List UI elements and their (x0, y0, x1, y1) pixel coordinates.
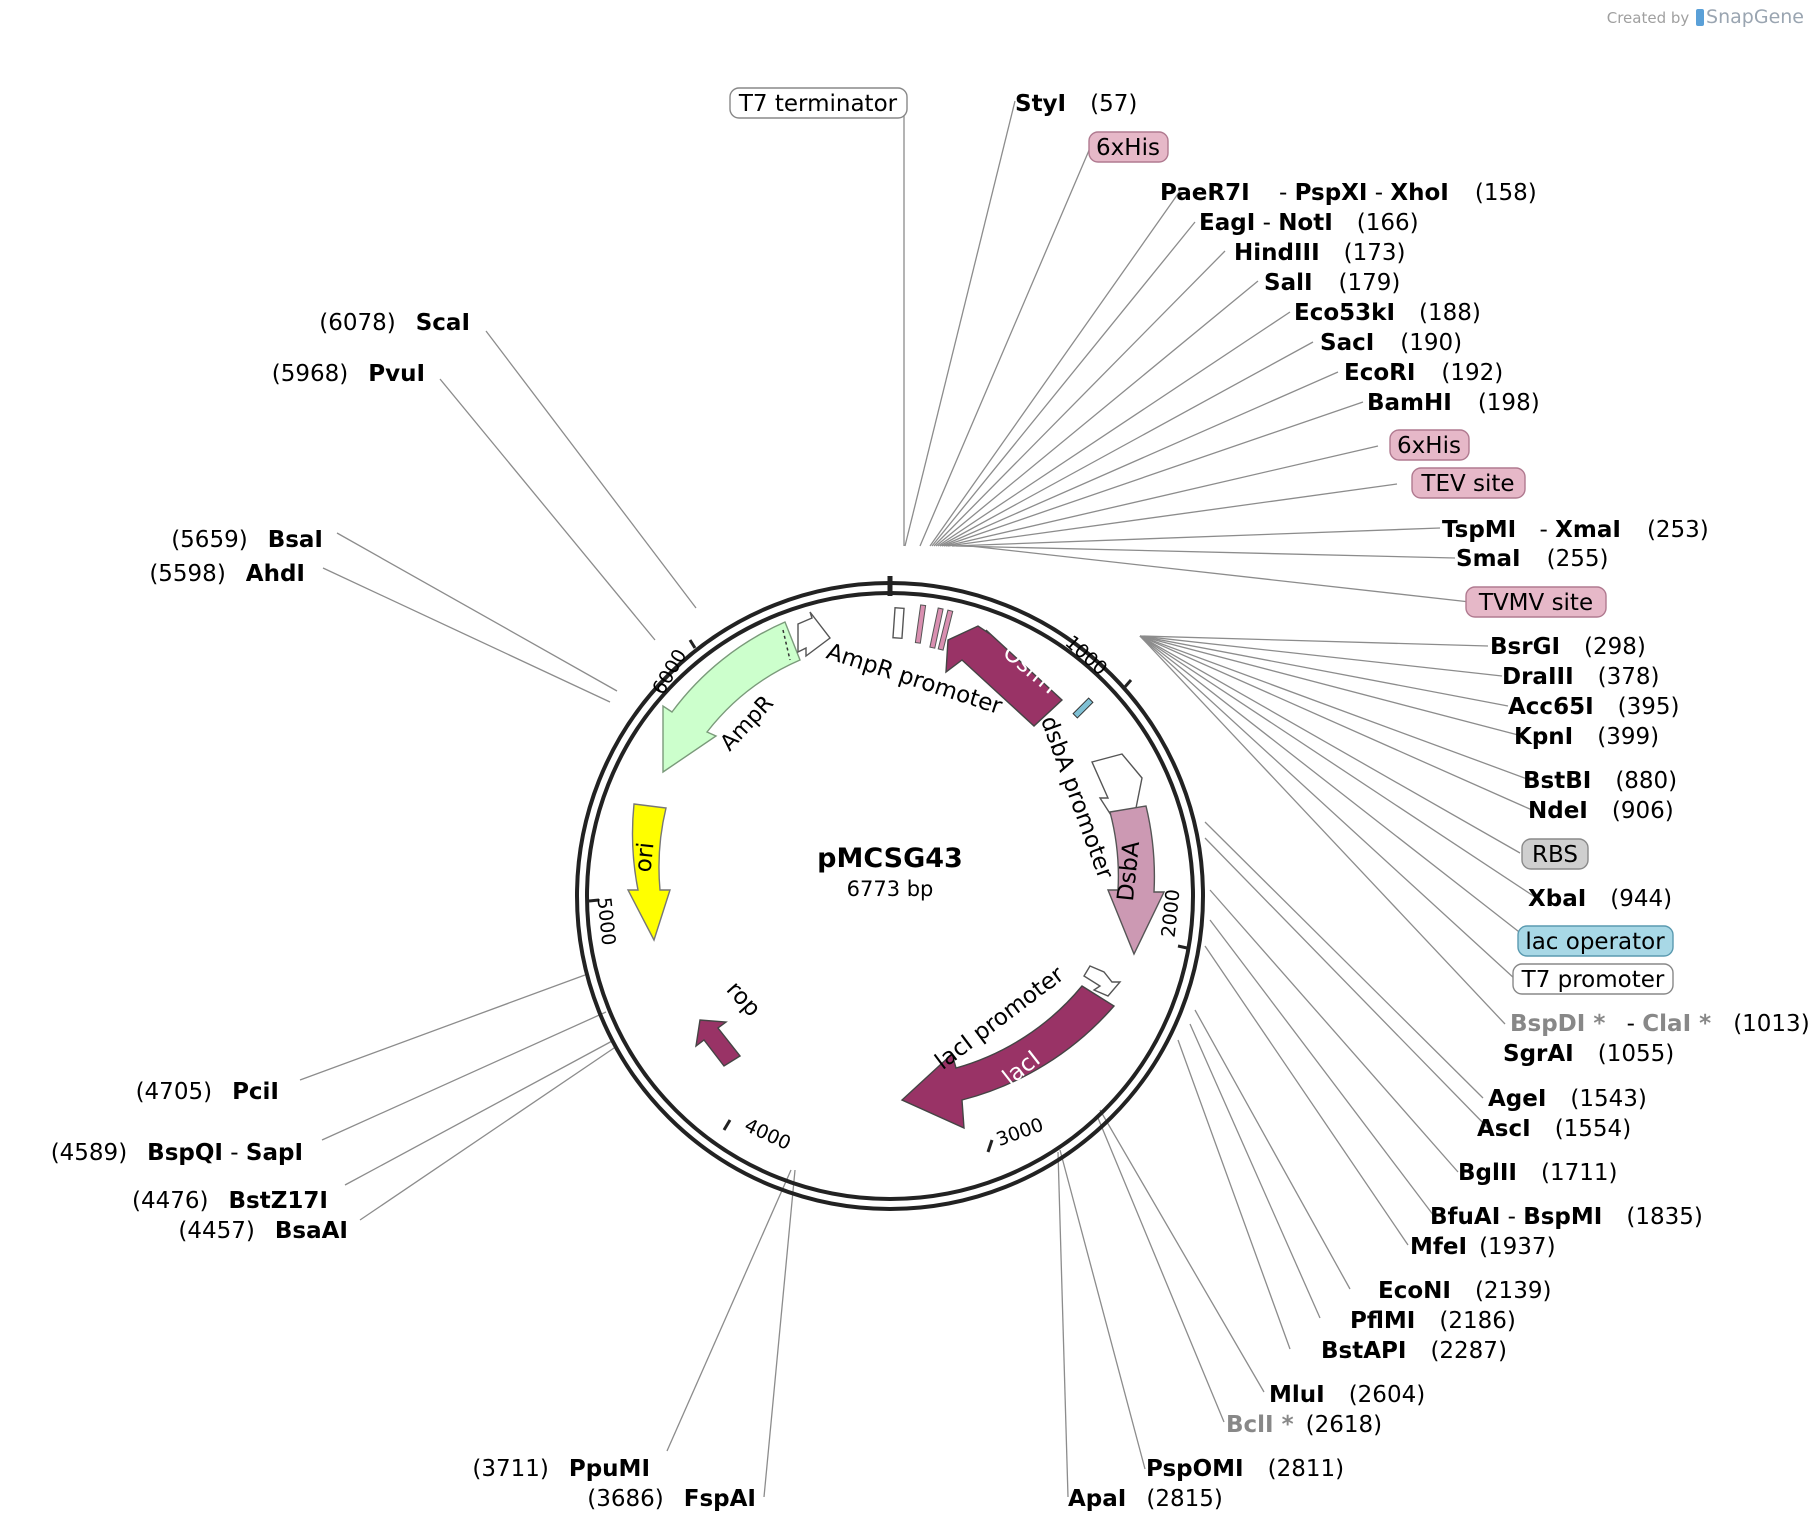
ampr-promoter-arrow (797, 611, 831, 658)
site-sapi-group: (4589)BspQI - SapI (51, 1140, 303, 1166)
site-saci: SacI(190) (1320, 330, 1462, 356)
rop-label: rop (721, 977, 765, 1022)
callout-t7-terminator: T7 terminator (729, 87, 908, 119)
credit-prefix: Created by (1606, 9, 1690, 27)
callout-6xhis-a: 6xHis (1088, 131, 1169, 163)
tev-site-label: TEV site (1420, 471, 1514, 497)
site-bstapi: BstAPI(2287) (1321, 1338, 1507, 1364)
site-xmai-group: TspMI - XmaI(253) (1442, 517, 1709, 543)
site-pspomi: PspOMI(2811) (1146, 1456, 1344, 1482)
snapgene-credit: Created by SnapGene (1607, 6, 1804, 28)
site-bstz17i: (4476)BstZ17I (132, 1188, 328, 1214)
site-bstbi: BstBI(880) (1523, 768, 1677, 794)
callout-boxes: T7 terminator 6xHis 6xHis TEV site TVMV … (729, 87, 1674, 995)
site-pcii: (4705)PciI (136, 1079, 279, 1105)
snapgene-logo-icon (1696, 9, 1705, 26)
callout-6xhis-b: 6xHis (1389, 429, 1470, 461)
laci-arrow (900, 985, 1116, 1130)
site-econi: EcoNI(2139) (1378, 1278, 1551, 1304)
site-asci: AscI(1554) (1477, 1116, 1631, 1142)
ori-label: ori (631, 841, 660, 873)
rbs-label: RBS (1532, 842, 1578, 868)
site-mfei: MfeI(1937) (1410, 1234, 1556, 1260)
laci-promoter-arrow (1083, 965, 1122, 997)
site-draiii: DraIII(378) (1502, 664, 1660, 690)
site-bsai: (5659)BsaI (171, 527, 323, 553)
site-pvui: (5968)PvuI (272, 361, 425, 387)
6xhis-b-label: 6xHis (1397, 433, 1461, 459)
tick-label-3000: 3000 (993, 1114, 1046, 1151)
site-sgrai: SgrAI(1055) (1503, 1041, 1674, 1067)
site-bsrgi: BsrGI(298) (1490, 634, 1646, 660)
site-ndei: NdeI(906) (1528, 798, 1674, 824)
callout-tev-site: TEV site (1411, 467, 1526, 499)
restriction-sites-right: StyI(57) PaeR7I - PspXI - XhoI(158) EagI… (1015, 91, 1810, 1512)
dsba-arrow (1106, 805, 1166, 956)
tick-label-5000: 5000 (592, 896, 619, 946)
callout-tvmv-site: TVMV site (1465, 586, 1607, 618)
tick-marks (588, 576, 1188, 1153)
site-fspai: (3686)FspAI (587, 1486, 756, 1512)
tick-label-1000: 1000 (1061, 631, 1112, 680)
callout-rbs: RBS (1521, 838, 1589, 870)
site-xbai: XbaI(944) (1528, 886, 1672, 912)
plasmid-length: 6773 bp (847, 877, 934, 901)
site-kpni: KpnI(399) (1514, 724, 1659, 750)
top-feature-marks (892, 604, 1094, 719)
6xhis-a-label: 6xHis (1096, 135, 1160, 161)
site-hindiii: HindIII(173) (1234, 240, 1406, 266)
site-xhoi-group: PaeR7I - PspXI - XhoI(158) (1160, 180, 1537, 206)
restriction-sites-left: (3686)FspAI (3711)PpuMI (4457)BsaAI (447… (51, 310, 756, 1512)
tvmv-site-label: TVMV site (1478, 590, 1593, 616)
t7-terminator-mark (892, 607, 905, 640)
site-pflmi: PflMI(2186) (1350, 1308, 1516, 1334)
site-bcli: BclI *(2618) (1226, 1412, 1382, 1438)
site-acc65i: Acc65I(395) (1508, 694, 1680, 720)
credit-brand: SnapGene (1706, 6, 1804, 28)
dsba-label: DsbA (1113, 840, 1145, 903)
ampr-arrow (662, 621, 801, 774)
lac-operator-mark (1072, 697, 1094, 719)
site-styi: StyI(57) (1015, 91, 1137, 117)
6xhis-mark (914, 604, 927, 644)
site-ecori: EcoRI(192) (1344, 360, 1503, 386)
tick-label-4000: 4000 (741, 1114, 794, 1154)
leader-lines (299, 100, 1536, 1498)
feature-arrows (626, 611, 1166, 1130)
callout-t7-promoter: T7 promoter (1512, 963, 1674, 995)
lac-operator-label: lac operator (1525, 929, 1665, 955)
t7-promoter-label: T7 promoter (1521, 967, 1665, 993)
plasmid-name: pMCSG43 (817, 843, 963, 874)
site-bsaai: (4457)BsaAI (178, 1218, 348, 1244)
rop-arrow (695, 1019, 742, 1067)
site-noti-group: EagI - NotI(166) (1199, 210, 1419, 236)
site-ahdi: (5598)AhdI (149, 561, 305, 587)
tev-mark (929, 607, 944, 649)
site-ppumi: (3711)PpuMI (472, 1456, 650, 1482)
site-bamhi: BamHI(198) (1367, 390, 1540, 416)
site-bglii: BglII(1711) (1458, 1160, 1617, 1186)
osmy-arrow (945, 625, 1064, 727)
ori-arrow (626, 803, 671, 942)
t7-terminator-label: T7 terminator (738, 91, 898, 117)
tvmv-mark (937, 609, 954, 651)
site-agei: AgeI(1543) (1488, 1086, 1647, 1112)
site-scai: (6078)ScaI (319, 310, 470, 336)
site-mlui: MluI(2604) (1269, 1382, 1425, 1408)
site-apai: ApaI(2815) (1068, 1486, 1223, 1512)
site-eco53ki: Eco53kI(188) (1294, 300, 1481, 326)
site-clai-group: BspDI * - ClaI *(1013) (1510, 1011, 1810, 1037)
site-smai: SmaI(255) (1456, 546, 1608, 572)
site-bspmi-group: BfuAI - BspMI(1835) (1430, 1204, 1703, 1230)
site-sali: SalI(179) (1264, 270, 1400, 296)
callout-lac-operator: lac operator (1517, 925, 1674, 957)
